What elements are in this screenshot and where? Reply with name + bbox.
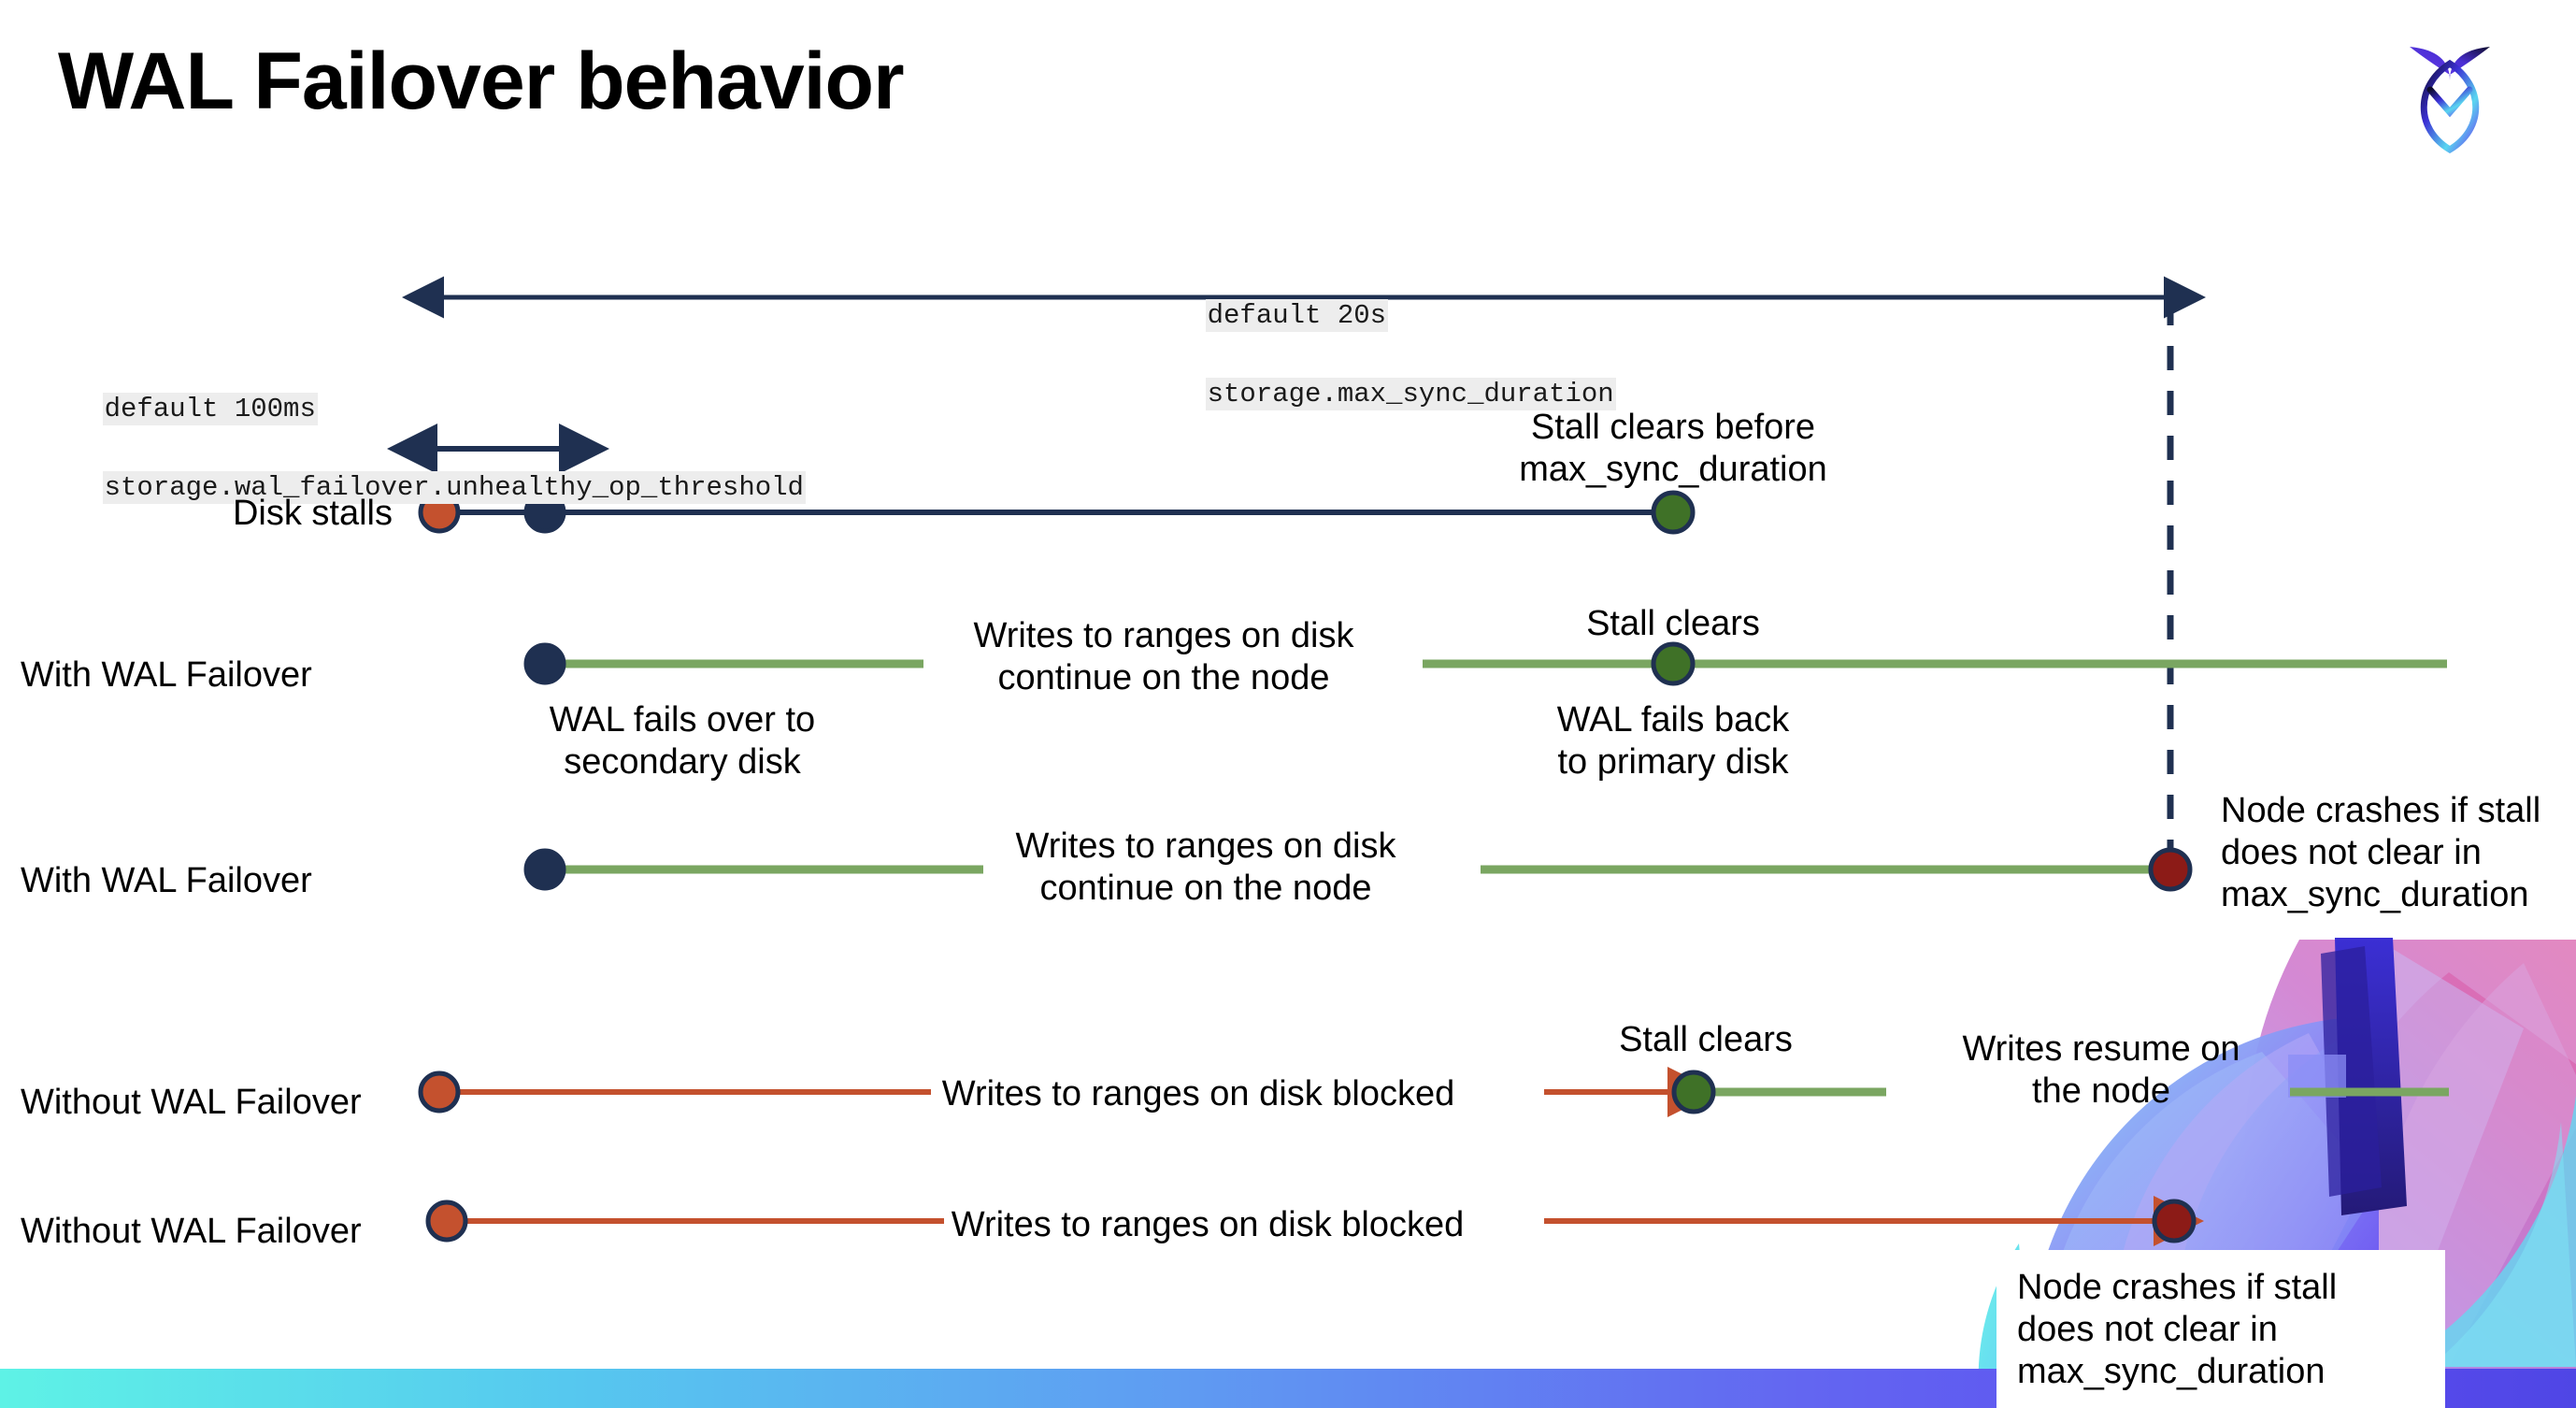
note-stall-clears-row4: Stall clears — [1619, 1020, 1793, 1059]
note-wal-fails-over: WAL fails over to secondary disk — [549, 700, 816, 782]
note-stall-clears-before-max-sync: Stall clears before max_sync_duration — [1519, 408, 1827, 489]
note-writes-blocked-row4: Writes to ranges on disk blocked — [941, 1074, 1455, 1113]
max-sync-duration-chip: default 20s storage.max_sync_duration — [1140, 257, 1616, 453]
note-wal-fails-back: WAL fails back to primary disk — [1556, 700, 1790, 782]
row-label-disk-stalls: Disk stalls — [232, 494, 393, 533]
note-writes-resume: Writes resume on the node — [1962, 1029, 2240, 1111]
unhealthy-op-setting-name: storage.wal_failover.unhealthy_op_thresh… — [102, 471, 806, 505]
cockroachdb-logo-icon — [2398, 32, 2501, 154]
note-writes-continue-row3: Writes to ranges on disk continue on the… — [1015, 826, 1396, 908]
row-label-with-wal-failover-crash: With WAL Failover — [21, 861, 312, 900]
row-label-without-wal-failover-crash: Without WAL Failover — [21, 1212, 362, 1251]
note-node-crashes-row3: Node crashes if stall does not clear in … — [2221, 791, 2541, 914]
max-sync-setting-name: storage.max_sync_duration — [1205, 378, 1616, 411]
row-label-with-wal-failover-clears: With WAL Failover — [21, 655, 312, 695]
note-writes-blocked-row5: Writes to ranges on disk blocked — [951, 1205, 1465, 1244]
unhealthy-op-threshold-chip: default 100ms storage.wal_failover.unhea… — [37, 351, 806, 547]
max-sync-default-label: default 20s — [1205, 299, 1389, 333]
note-stall-clears-row2: Stall clears — [1586, 604, 1760, 643]
page-title: WAL Failover behavior — [58, 36, 905, 126]
row-label-without-wal-failover-clears: Without WAL Failover — [21, 1083, 362, 1122]
bottom-note-backdrop — [1996, 1250, 2445, 1408]
note-writes-continue-row2: Writes to ranges on disk continue on the… — [973, 616, 1354, 697]
unhealthy-op-default-label: default 100ms — [102, 393, 318, 426]
note-node-crashes-row5: Node crashes if stall does not clear in … — [2017, 1268, 2338, 1391]
